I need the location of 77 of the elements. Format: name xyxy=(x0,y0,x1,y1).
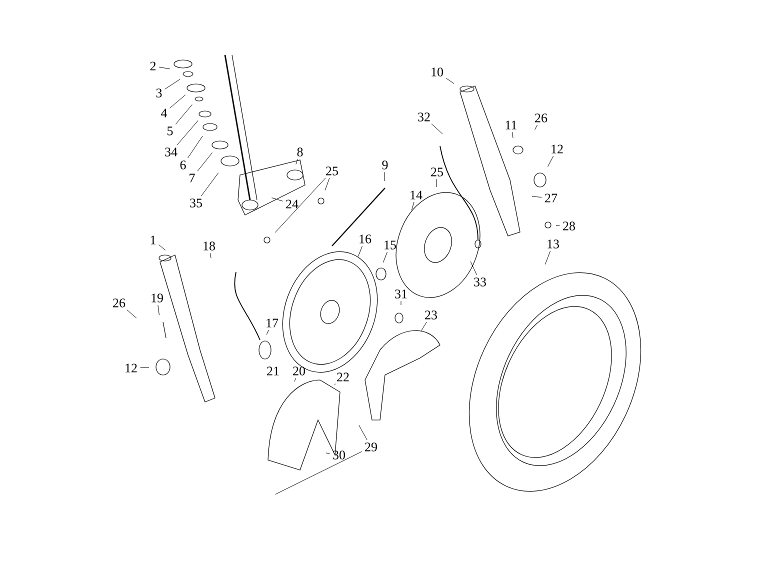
callout-number: 25 xyxy=(431,168,443,176)
leader-line xyxy=(140,367,150,368)
callout-number: 33 xyxy=(474,278,486,286)
leader-line xyxy=(197,152,212,172)
leader-line xyxy=(470,261,477,276)
leader-line xyxy=(358,246,362,257)
leader-line xyxy=(384,172,385,182)
callout-number: 35 xyxy=(190,198,202,208)
callout-number: 5 xyxy=(168,126,173,136)
leader-line xyxy=(532,196,542,198)
leader-line xyxy=(272,198,283,202)
leader-line xyxy=(411,202,414,210)
leader-line xyxy=(175,104,192,124)
callout-number: 12 xyxy=(552,144,563,154)
leader-line xyxy=(164,79,180,90)
leader-line xyxy=(436,178,437,188)
callout-number: 24 xyxy=(286,200,298,208)
leader-line xyxy=(326,452,330,454)
callout-number: 34 xyxy=(165,148,178,156)
leader-line xyxy=(176,120,198,146)
callout-number: 6 xyxy=(180,160,186,170)
leader-line xyxy=(188,136,203,158)
callout-number: 28 xyxy=(563,222,575,230)
callout-number: 27 xyxy=(545,194,558,202)
leader-line xyxy=(210,252,212,258)
callout-number: 11 xyxy=(506,120,516,130)
leader-line xyxy=(334,384,336,386)
leader-line xyxy=(544,250,551,265)
callout-number: 20 xyxy=(293,366,306,376)
leader-line xyxy=(382,252,388,263)
callout-number: 26 xyxy=(113,298,126,308)
callout-number: 8 xyxy=(297,148,303,156)
callout-number: 7 xyxy=(190,174,195,182)
leader-line xyxy=(446,78,454,84)
leader-line xyxy=(170,94,186,108)
callout-number: 18 xyxy=(204,242,216,250)
callout-number: 25 xyxy=(326,166,338,176)
leader-line xyxy=(420,322,427,332)
leader-line xyxy=(158,304,160,316)
leader-line xyxy=(274,178,326,233)
callout-number: 14 xyxy=(410,190,422,200)
leader-line xyxy=(200,172,219,196)
leader-line xyxy=(294,378,296,382)
callout-number: 12 xyxy=(126,364,137,372)
leader-line xyxy=(158,244,166,250)
callout-number: 10 xyxy=(432,68,443,76)
callout-number: 4 xyxy=(161,108,168,118)
leader-line xyxy=(324,178,330,191)
callout-number: 13 xyxy=(548,240,559,248)
leader-line xyxy=(158,66,170,70)
leader-line xyxy=(275,451,362,495)
callout-number: 32 xyxy=(418,112,430,122)
leader-line xyxy=(126,310,137,318)
leader-line xyxy=(400,300,402,306)
leader-line xyxy=(556,225,560,226)
leader-line xyxy=(431,124,443,134)
callout-number: 30 xyxy=(333,450,346,460)
callout-number: 22 xyxy=(337,372,349,382)
leader-line xyxy=(266,330,269,335)
callout-number: 2 xyxy=(150,62,156,70)
leader-line xyxy=(358,425,368,440)
callout-number: 31 xyxy=(395,290,407,298)
callout-number: 15 xyxy=(384,240,396,250)
callout-number: 3 xyxy=(156,88,162,98)
callout-number: 19 xyxy=(152,294,163,302)
leader-line xyxy=(296,158,298,165)
callout-number: 26 xyxy=(535,114,548,122)
callout-number: 9 xyxy=(382,160,388,170)
callout-number: 17 xyxy=(266,318,278,328)
leader-line xyxy=(534,124,538,130)
leader-line xyxy=(548,156,554,167)
callout-number: 16 xyxy=(360,234,372,244)
leader-line xyxy=(512,132,514,138)
callout-number: 23 xyxy=(425,310,437,320)
callout-number: 21 xyxy=(267,366,279,376)
callout-number: 1 xyxy=(150,236,156,244)
callout-number: 29 xyxy=(365,442,377,452)
